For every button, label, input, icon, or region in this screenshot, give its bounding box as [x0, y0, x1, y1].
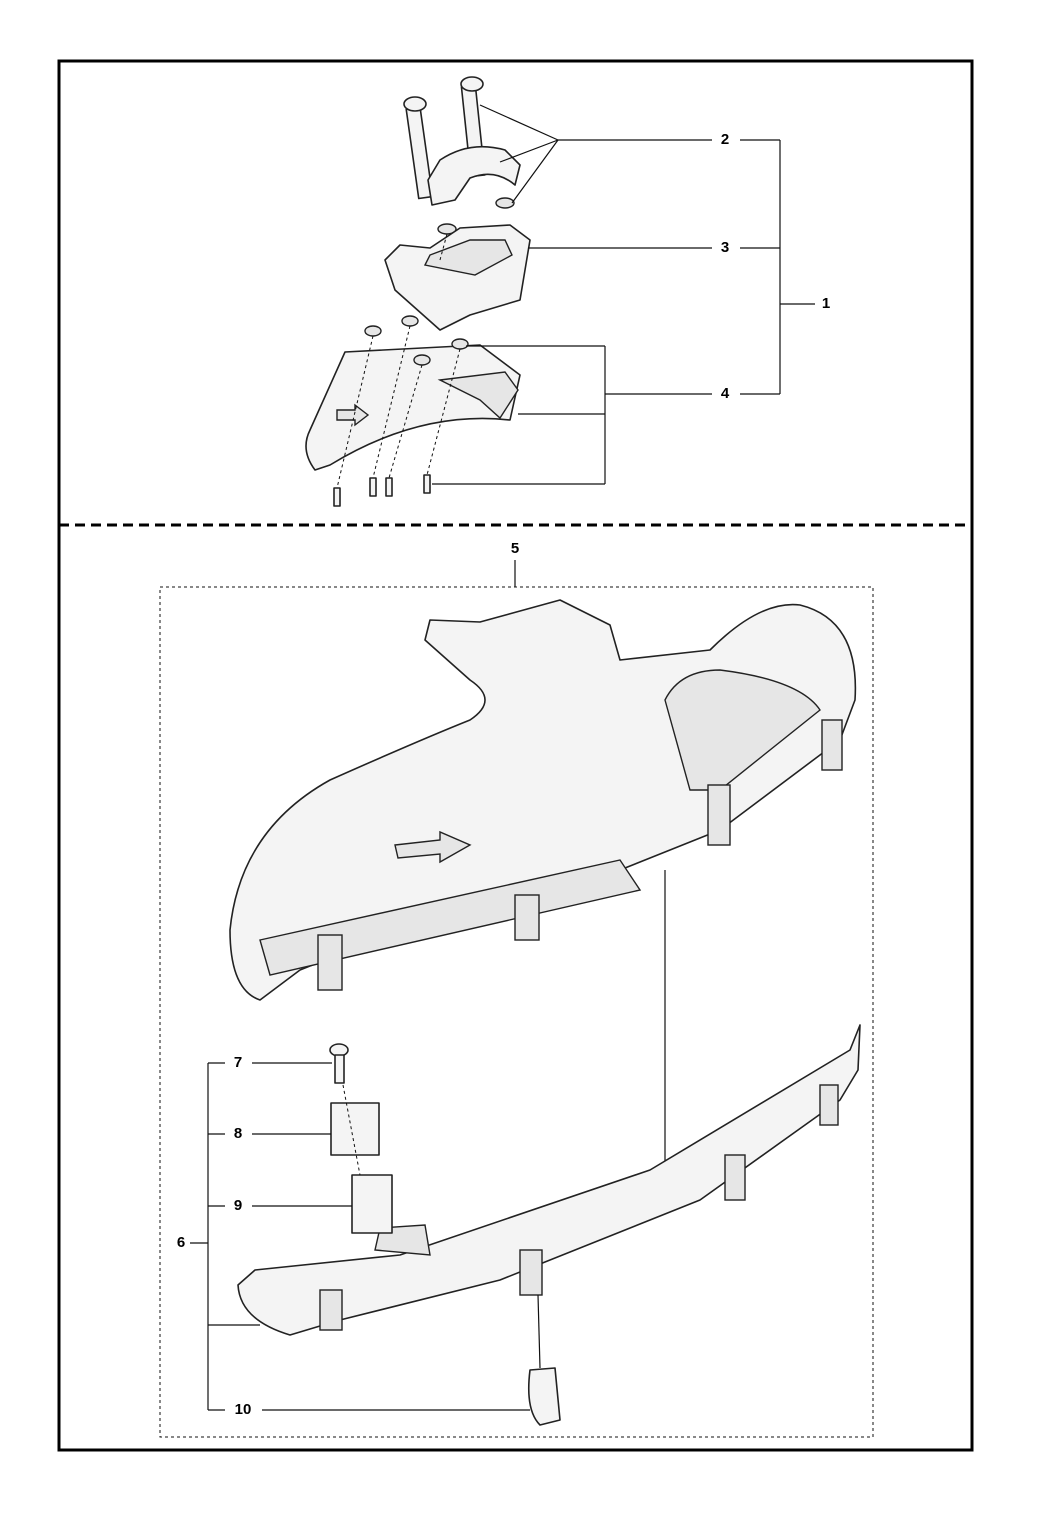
part-6-skid [237, 1024, 861, 1336]
callout-5: 5 [508, 540, 522, 557]
upper-dash-guides [336, 233, 461, 489]
part-10-clip [527, 1367, 561, 1426]
upper-leader-lines [432, 104, 815, 485]
part-4-guard [305, 315, 521, 507]
outer-frame [57, 59, 974, 1452]
callout-4: 4 [718, 385, 732, 402]
callout-1: 1 [819, 295, 833, 312]
part-8-plate [330, 1102, 380, 1156]
part-5-guard [229, 599, 857, 1001]
callout-8: 8 [231, 1125, 245, 1142]
callout-2: 2 [718, 131, 732, 148]
callout-10: 10 [232, 1401, 254, 1418]
part-9-block [351, 1174, 393, 1234]
callout-6: 6 [174, 1234, 188, 1251]
lower-leader-lines [190, 1062, 530, 1411]
callout-7: 7 [231, 1054, 245, 1071]
part-5-kit-box [159, 586, 874, 1438]
part-2-clamp [427, 145, 521, 235]
part-3-bracket [384, 224, 531, 331]
callout-9: 9 [231, 1197, 245, 1214]
part-7-screw [329, 1043, 349, 1084]
callout-3: 3 [718, 239, 732, 256]
